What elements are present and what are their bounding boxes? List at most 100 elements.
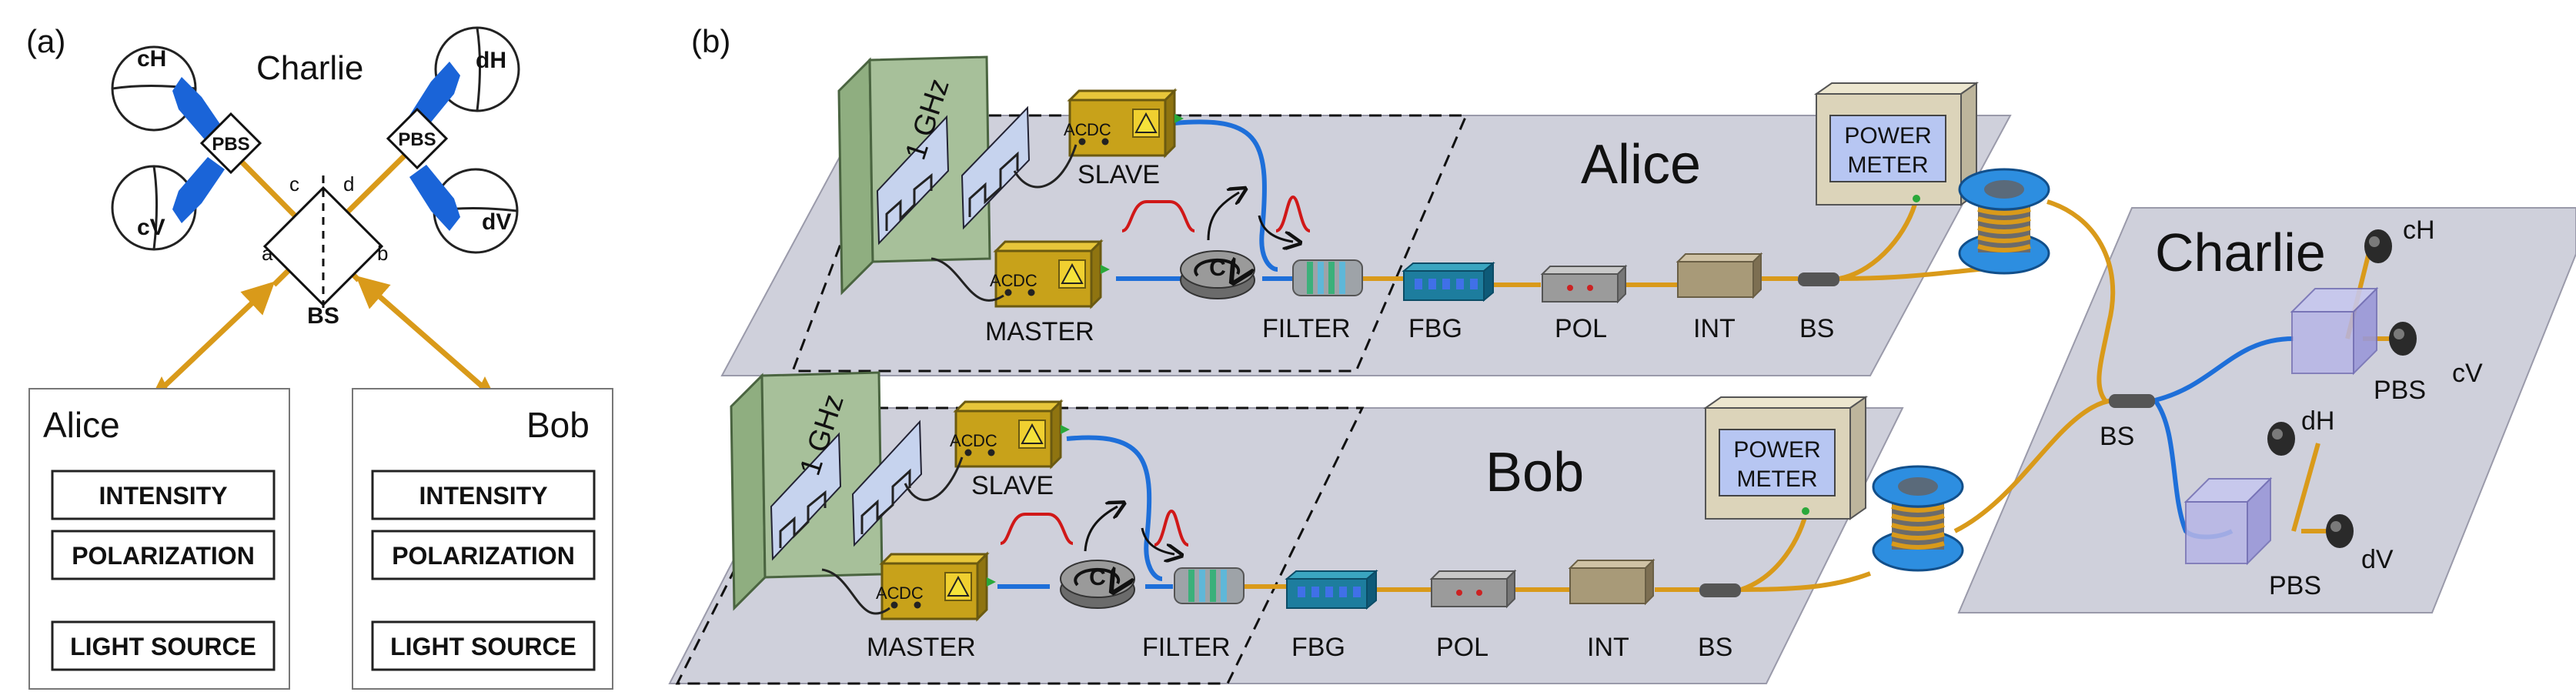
- bob-filter-label: FILTER: [1142, 633, 1231, 662]
- charlie-label-dV: dV: [2361, 545, 2394, 574]
- left-alice-row-0: INTENSITY: [99, 482, 227, 510]
- bob-power-meter-line1: POWER: [1733, 437, 1820, 463]
- alice-master-cable: [931, 257, 1004, 302]
- alice-slave-dc: DC: [1087, 120, 1111, 139]
- left-label-cH: cH: [137, 46, 166, 72]
- charlie-detector-cV: cV: [2389, 322, 2483, 388]
- bob-filter: FILTER: [1142, 567, 1245, 662]
- bob-pulse-board: 1 GHz: [730, 371, 923, 610]
- alice-int: INT: [1677, 253, 1762, 343]
- alice-arrow-down: [1258, 215, 1293, 242]
- alice-laser-region: [790, 114, 1468, 373]
- alice-pulse-wide: [1121, 200, 1195, 232]
- alice-pol-label: POL: [1555, 314, 1607, 343]
- alice-power-meter: POWER METER: [1813, 82, 1980, 206]
- alice-master-dc: DC: [1013, 271, 1037, 290]
- alice-title: Alice: [1581, 134, 1701, 196]
- left-port-b: b: [377, 242, 388, 265]
- bob-pol: POL: [1431, 570, 1515, 662]
- alice-master-ac: AC: [990, 271, 1014, 290]
- panel-a-label: (a): [26, 23, 65, 59]
- left-detector-dH: dH: [409, 9, 537, 129]
- charlie-pbs-top: PBS: [2291, 288, 2426, 405]
- left-pbs-c-label: PBS: [212, 134, 249, 155]
- alice-pulse-board: 1 GHz: [837, 55, 1031, 294]
- alice-slave-ac: AC: [1064, 120, 1088, 139]
- bob-power-meter: POWER METER: [1702, 396, 1869, 520]
- bob-slave-label: SLAVE: [971, 471, 1054, 500]
- left-detector-cH: cH: [94, 28, 225, 149]
- left-alice-box: Alice INTENSITY POLARIZATION LIGHT SOURC…: [28, 388, 290, 690]
- charlie-title: Charlie: [2155, 222, 2326, 282]
- alice-fbg: FBG: [1403, 262, 1494, 343]
- left-bob-title: Bob: [526, 405, 590, 445]
- bob-int-label: INT: [1587, 633, 1629, 662]
- bob-circulator-label: C: [1089, 565, 1106, 590]
- charlie-pbs-bottom-label: PBS: [2269, 571, 2321, 600]
- bob-slave-laser: AC DC SLAVE: [950, 400, 1071, 500]
- bob-laser-region: [675, 406, 1365, 685]
- charlie-bs-label: BS: [2100, 422, 2134, 451]
- left-bs-label: BS: [307, 303, 339, 329]
- alice-fiber-spool: [1960, 169, 2049, 273]
- alice-circulator-label: C: [1209, 256, 1226, 281]
- alice-slave-cable: [1013, 144, 1078, 189]
- bob-pulse-narrow: [1154, 509, 1189, 547]
- left-pbs-d-label: PBS: [398, 129, 436, 150]
- bob-slave-ac: AC: [950, 431, 974, 450]
- left-port-d: d: [343, 172, 354, 196]
- left-pbs-c: PBS: [199, 112, 262, 175]
- bob-fbg: FBG: [1286, 570, 1377, 662]
- left-alice-title: Alice: [43, 405, 120, 445]
- bob-bs-label: BS: [1698, 633, 1732, 662]
- bob-slave-cable: [904, 456, 964, 501]
- alice-platform: [720, 115, 2012, 376]
- bob-fbg-label: FBG: [1291, 633, 1345, 662]
- charlie-label-cV: cV: [2452, 359, 2483, 388]
- left-detector-dV: dV: [409, 151, 536, 271]
- left-label-dV: dV: [482, 209, 511, 235]
- bob-master-ac: AC: [876, 583, 900, 603]
- left-alice-row-2: LIGHT SOURCE: [70, 633, 256, 660]
- alice-master-laser: AC DC MASTER: [985, 240, 1111, 346]
- alice-power-meter-line2: METER: [1848, 152, 1929, 178]
- bob-bs: BS: [1698, 583, 1741, 662]
- alice-fibers: [1116, 119, 2116, 402]
- bob-master-label: MASTER: [867, 633, 976, 662]
- left-label-cV: cV: [137, 215, 165, 240]
- bob-fibers: [997, 398, 2113, 592]
- charlie-label-cH: cH: [2403, 216, 2435, 245]
- bob-pol-label: POL: [1436, 633, 1488, 662]
- left-charlie-label: Charlie: [256, 49, 363, 87]
- left-bob-row-1: POLARIZATION: [392, 542, 575, 570]
- bob-pulse-wide: [1000, 513, 1074, 545]
- left-beamsplitter: BS a b c d: [262, 172, 388, 329]
- alice-bs: BS: [1798, 272, 1839, 343]
- left-bob-box: Bob INTENSITY POLARIZATION LIGHT SOURCE: [352, 388, 613, 690]
- left-bob-row-0: INTENSITY: [419, 482, 547, 510]
- bob-slave-dc: DC: [973, 431, 997, 450]
- charlie-pbs-top-label: PBS: [2374, 376, 2426, 405]
- left-pbs-d: PBS: [386, 107, 449, 170]
- left-label-dH: dH: [476, 48, 506, 73]
- alice-power-meter-line1: POWER: [1844, 123, 1931, 149]
- charlie-detector-cH: cH: [2364, 216, 2435, 263]
- bob-master-cable: [821, 568, 890, 615]
- bob-master-dc: DC: [899, 583, 924, 603]
- left-port-a: a: [262, 242, 273, 265]
- bob-arrow-up: [1084, 506, 1118, 552]
- alice-pol: POL: [1542, 266, 1626, 343]
- bob-int: INT: [1569, 560, 1654, 662]
- left-port-c: c: [289, 172, 299, 196]
- alice-bs-label: BS: [1799, 314, 1834, 343]
- alice-slave-laser: AC DC SLAVE: [1064, 89, 1185, 189]
- alice-slave-label: SLAVE: [1078, 160, 1160, 189]
- alice-arrow-up: [1207, 192, 1239, 241]
- alice-master-label: MASTER: [985, 317, 1094, 346]
- bob-fiber-spool: [1873, 466, 1963, 570]
- alice-pulse-narrow: [1275, 195, 1311, 232]
- left-detector-cV: cV: [94, 148, 225, 268]
- panel-b-label: (b): [691, 23, 730, 59]
- charlie-detector-dV: dV: [2326, 514, 2394, 574]
- left-alice-row-1: POLARIZATION: [72, 542, 255, 570]
